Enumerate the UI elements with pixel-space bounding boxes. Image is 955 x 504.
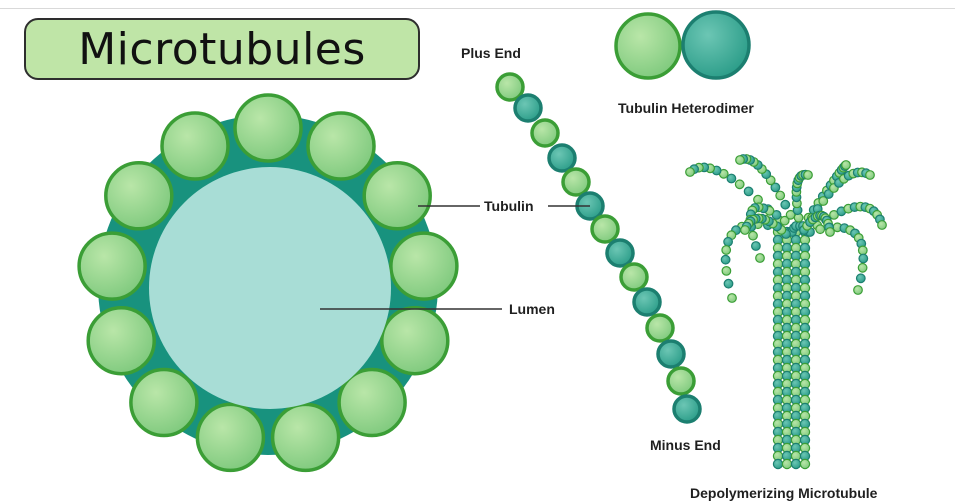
lumen xyxy=(149,167,391,409)
beta-tubulin xyxy=(683,12,749,78)
protofilament-subunit xyxy=(749,231,758,240)
tubulin-subunit xyxy=(273,404,339,470)
tubulin-subunit xyxy=(106,163,172,229)
beta-tubulin xyxy=(607,240,633,266)
tubulin-subunit xyxy=(88,308,154,374)
protofilament-subunit xyxy=(741,226,750,235)
protofilament-subunit xyxy=(736,156,745,165)
protofilament-subunit xyxy=(728,294,737,303)
protofilament-subunit xyxy=(686,168,695,177)
tubulin-heterodimer xyxy=(616,12,749,78)
alpha-tubulin xyxy=(647,315,673,341)
tubulin-subunit xyxy=(79,233,145,299)
tubulin-subunit xyxy=(364,163,430,229)
alpha-tubulin xyxy=(668,368,694,394)
protofilament-subunit xyxy=(776,191,785,200)
protofilament-subunit xyxy=(756,254,765,263)
protofilament-subunit xyxy=(854,286,863,295)
protofilament-subunit xyxy=(826,228,835,237)
tubulin-subunit xyxy=(131,370,197,436)
protofilament-subunit xyxy=(859,246,868,255)
protofilament-subunit xyxy=(859,254,868,263)
protofilament-subunit xyxy=(735,180,744,189)
protofilament-subunit xyxy=(804,171,813,180)
alpha-tubulin xyxy=(592,216,618,242)
tubulin-subunit xyxy=(162,113,228,179)
tubulin-label: Tubulin xyxy=(484,198,534,214)
beta-tubulin xyxy=(515,95,541,121)
lumen-label: Lumen xyxy=(509,301,555,317)
alpha-tubulin xyxy=(616,14,680,78)
protofilament-subunit xyxy=(781,200,790,209)
alpha-tubulin xyxy=(497,74,523,100)
plus-end-label: Plus End xyxy=(461,45,521,61)
depolymerizing-microtubule xyxy=(686,155,887,469)
beta-tubulin xyxy=(634,289,660,315)
protofilament-subunit xyxy=(721,255,730,264)
microtubule-subunit xyxy=(791,459,800,468)
alpha-tubulin xyxy=(621,264,647,290)
protofilament-subunit xyxy=(722,246,731,255)
tubulin-subunit xyxy=(382,308,448,374)
protofilament-subunit xyxy=(816,225,825,234)
protofilament-subunit xyxy=(744,187,753,196)
protofilament-subunit xyxy=(878,221,887,230)
protofilament-subunit xyxy=(727,174,736,183)
protofilament-subunit xyxy=(857,274,866,283)
microtubule-subunit xyxy=(800,459,809,468)
microtubule-subunit xyxy=(773,459,782,468)
tubulin-subunit xyxy=(235,95,301,161)
alpha-tubulin xyxy=(532,120,558,146)
protofilament-subunit xyxy=(724,279,733,288)
tubulin-subunit xyxy=(391,233,457,299)
protofilament-subunit xyxy=(842,161,851,170)
heterodimer-label: Tubulin Heterodimer xyxy=(618,100,754,116)
protofilament-subunit xyxy=(752,242,761,251)
beta-tubulin xyxy=(658,341,684,367)
microtubule-cross-section xyxy=(79,95,457,470)
protofilament-subunit xyxy=(722,267,731,276)
protofilament-subunit xyxy=(724,238,733,247)
beta-tubulin xyxy=(674,396,700,422)
minus-end-label: Minus End xyxy=(650,437,721,453)
tubulin-subunit xyxy=(308,113,374,179)
protofilament-subunit xyxy=(866,171,875,180)
depolymerizing-label: Depolymerizing Microtubule xyxy=(690,485,877,501)
tubulin-subunit xyxy=(197,404,263,470)
microtubule-subunit xyxy=(782,459,791,468)
protofilament-chain xyxy=(497,74,700,422)
beta-tubulin xyxy=(549,145,575,171)
protofilament-subunit xyxy=(858,264,867,273)
alpha-tubulin xyxy=(563,169,589,195)
